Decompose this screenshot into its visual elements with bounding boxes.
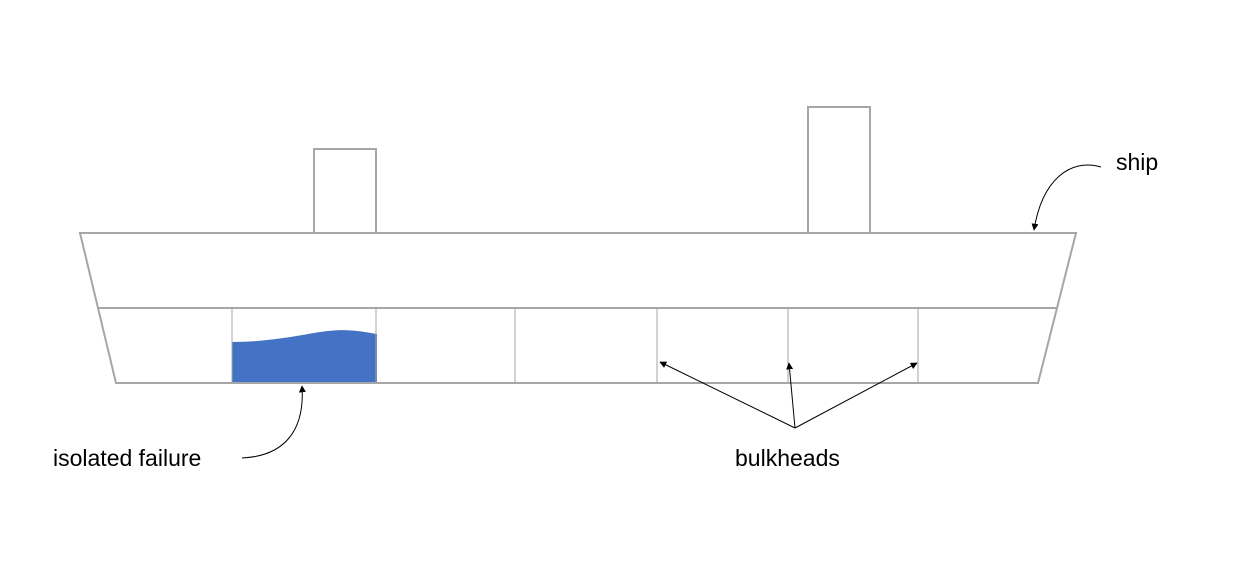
ship-label: ship <box>1116 149 1159 175</box>
isolated-failure-label: isolated failure <box>53 445 202 471</box>
smokestack-left <box>313 148 377 234</box>
smokestack-right <box>807 106 871 234</box>
isolated-failure-arrow <box>241 385 306 459</box>
bulkheads-arrow <box>659 361 796 429</box>
ship-hull <box>78 232 1078 384</box>
flooded-compartment-water <box>232 330 377 383</box>
bulkheads-arrow <box>786 362 796 429</box>
ship-arrow <box>1031 164 1102 231</box>
bulkheads-arrow <box>794 362 918 429</box>
bulkheads-label: bulkheads <box>735 445 840 471</box>
